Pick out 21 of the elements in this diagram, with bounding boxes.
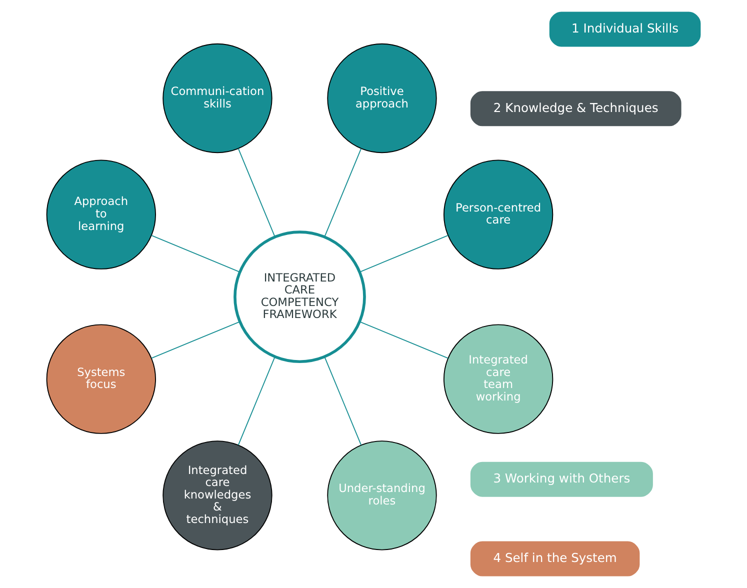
connector (238, 356, 276, 446)
node-circle: Positive approach (327, 43, 437, 154)
node-box: 3 Working with Others (470, 462, 653, 497)
node-circle: Under-standing roles (327, 440, 437, 550)
node-box: 4 Self in the System (470, 541, 640, 576)
node-box: 2 Knowledge & Techniques (470, 91, 682, 126)
connector (151, 321, 240, 359)
node-circle: Person-centred care (443, 160, 554, 270)
node-circle: INTEGRATED CARE COMPETENCY FRAMEWORK (234, 230, 366, 364)
connector (359, 321, 448, 359)
node-circle: Approach to learning (46, 160, 156, 270)
node-circle: Communi-cation skills (162, 43, 272, 154)
connector (324, 148, 362, 238)
connector (324, 356, 362, 446)
node-circle: Integrated care team working (443, 324, 554, 434)
node-box: 1 Individual Skills (549, 12, 701, 47)
connector (151, 234, 240, 273)
connector (359, 234, 448, 273)
node-circle: Systems focus (46, 324, 156, 434)
node-circle: Integrated care knowledges & techniques (162, 440, 272, 550)
connector (238, 148, 276, 238)
